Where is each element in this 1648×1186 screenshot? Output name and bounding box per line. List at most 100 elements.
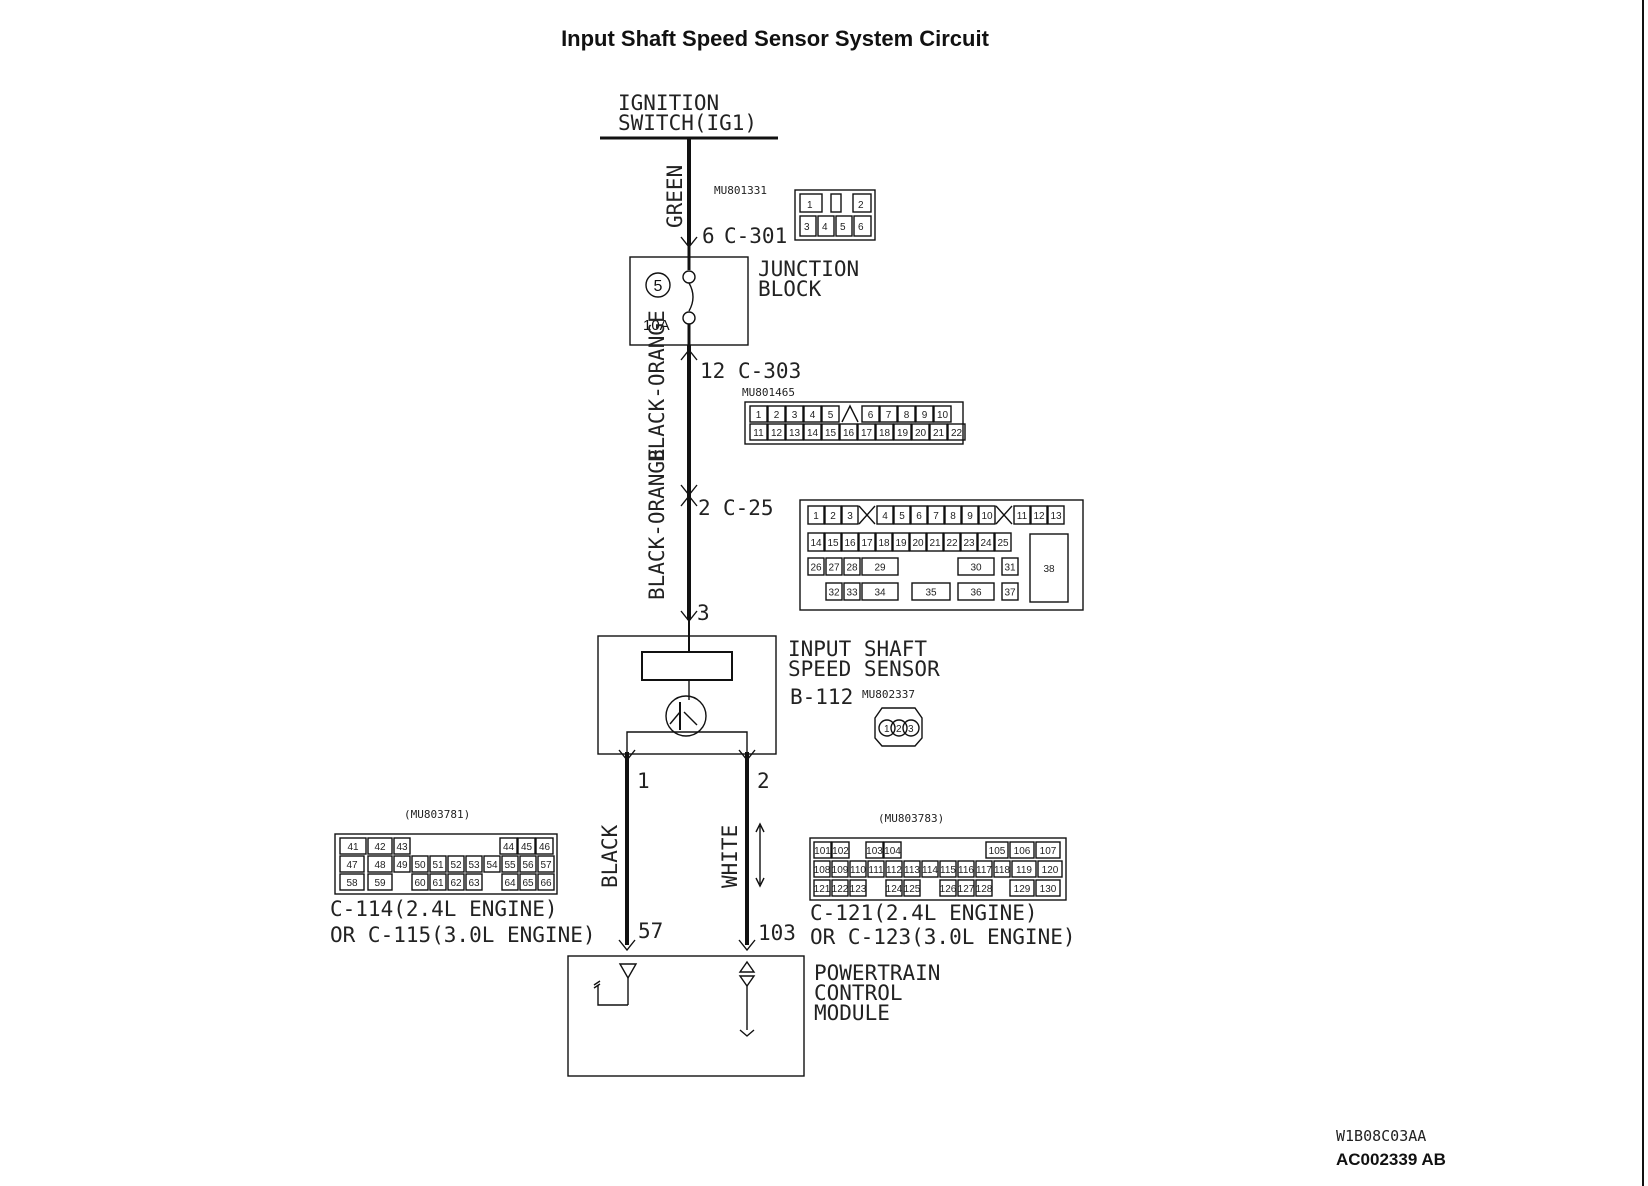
c114-pin-label: 42 — [374, 842, 386, 853]
sensor-connector-name: B-112 — [790, 685, 853, 709]
c114-pin-label: 63 — [468, 878, 480, 889]
c121-pin-label: 109 — [832, 865, 849, 876]
c121-cell — [885, 860, 903, 878]
c303-cell — [897, 405, 916, 423]
c121-cell — [957, 860, 975, 878]
c301-cell — [817, 215, 835, 237]
pcm-input-marker-103-up — [738, 960, 756, 973]
c25-cell — [994, 532, 1012, 552]
c121-cell — [993, 860, 1011, 878]
c114-cell — [393, 837, 411, 855]
c25-big-pin-label: 38 — [1043, 564, 1055, 575]
c25-cell — [1001, 582, 1019, 601]
c114-face-frame — [334, 833, 558, 895]
c114-pin-label: 43 — [396, 842, 408, 853]
c25-pin-label: 21 — [929, 538, 941, 549]
c114-pin-label: 49 — [396, 860, 408, 871]
c121-pin-label: 114 — [922, 865, 938, 876]
c301-cell — [835, 215, 853, 237]
c121-pin-label: 121 — [814, 884, 831, 895]
c121-pin-label: 102 — [832, 846, 849, 857]
c25-cell — [843, 557, 861, 576]
c25-cell — [861, 557, 899, 576]
c121-cell — [903, 860, 921, 878]
pcm-frame — [567, 955, 805, 1077]
c25-pin-label: 20 — [912, 538, 924, 549]
sensor-pin-out: 3 — [697, 601, 710, 625]
pcm-arrow-pin103 — [738, 939, 756, 952]
c303-pin-label: 12 — [771, 428, 783, 439]
c25-pin-label: 12 — [1033, 511, 1045, 522]
pcm-pin-57: 57 — [638, 919, 663, 943]
double-arrow-icon — [755, 822, 765, 888]
pcm-label-line2: CONTROL — [814, 981, 903, 1005]
ignition-label-line2: SWITCH(IG1) — [618, 111, 757, 135]
c25-pin-label: 18 — [878, 538, 890, 549]
c303-cell — [839, 423, 858, 441]
c303-pin-label: 16 — [843, 428, 855, 439]
c114-cell — [537, 855, 555, 873]
c121-cell — [885, 879, 903, 897]
c303-pin-label: 3 — [792, 410, 798, 421]
c303-cell — [875, 423, 894, 441]
c121-cell — [813, 860, 831, 878]
c121-pin-label: 129 — [1014, 884, 1031, 895]
c25-pin-label: 13 — [1050, 511, 1062, 522]
c303-pin-label: 13 — [789, 428, 801, 439]
c25-blank-slot — [858, 505, 876, 525]
c303-cell — [803, 405, 822, 423]
c114-pin-label: 65 — [522, 878, 534, 889]
c303-pin-label: 6 — [868, 410, 874, 421]
c25-pin-label: 25 — [997, 538, 1009, 549]
c303-connector-name: C-303 — [738, 359, 801, 383]
c114-label-line2: OR C-115(3.0L ENGINE) — [330, 923, 596, 947]
c121-pin-label: 107 — [1040, 846, 1057, 857]
c303-cell — [767, 423, 786, 441]
c121-pin-label: 122 — [832, 884, 849, 895]
c121-cell — [1037, 860, 1063, 878]
c121-pin-label: 116 — [958, 865, 974, 876]
c303-pin-label: 10 — [937, 410, 949, 421]
c25-cell — [841, 505, 859, 525]
c25-pin-number: 2 — [698, 496, 711, 520]
c303-pin-label: 8 — [904, 410, 910, 421]
c114-cell — [447, 873, 465, 891]
wire-label-black-orange-2a: BLACK-ORANGE — [645, 448, 669, 600]
c301-pin-label: 1 — [807, 200, 813, 211]
c303-cell — [785, 423, 804, 441]
c121-cell — [813, 841, 832, 859]
c301-face-frame — [794, 189, 876, 241]
c25-cell — [807, 557, 825, 576]
c121-cell — [831, 841, 850, 859]
c25-cell — [825, 582, 843, 601]
c114-pin-label: 58 — [346, 878, 358, 889]
c25-pin-label: 8 — [950, 511, 956, 522]
b112-pin-circle — [878, 719, 896, 737]
powertrain-control-module: POWERTRAIN CONTROL MODULE — [567, 955, 940, 1077]
c114-cell — [499, 837, 518, 855]
c121-cell — [921, 860, 939, 878]
c25-pin-label: 19 — [895, 538, 907, 549]
fuse-number: 5 — [654, 278, 663, 295]
c303-pin-label: 4 — [810, 410, 816, 421]
c121-pin-label: 115 — [940, 865, 956, 876]
b112-face-frame — [874, 707, 923, 747]
c114-pin-label: 44 — [503, 842, 515, 853]
c121-cell — [831, 860, 849, 878]
c25-pin-label: 15 — [827, 538, 839, 549]
c25-cell — [825, 557, 843, 576]
c303-pin-number: 12 — [700, 359, 725, 383]
c303-cell — [803, 423, 822, 441]
c114-pin-label: 46 — [539, 842, 551, 853]
connector-arrow-c303-up — [680, 348, 698, 361]
c121-cell — [985, 841, 1009, 859]
c25-cell — [1013, 505, 1031, 525]
c114-pin-label: 53 — [468, 860, 480, 871]
c121-cell — [849, 860, 867, 878]
c303-pin-label: 22 — [951, 428, 963, 439]
c301-connector-name: C-301 — [724, 224, 787, 248]
c121-pin-label: 111 — [868, 865, 884, 876]
